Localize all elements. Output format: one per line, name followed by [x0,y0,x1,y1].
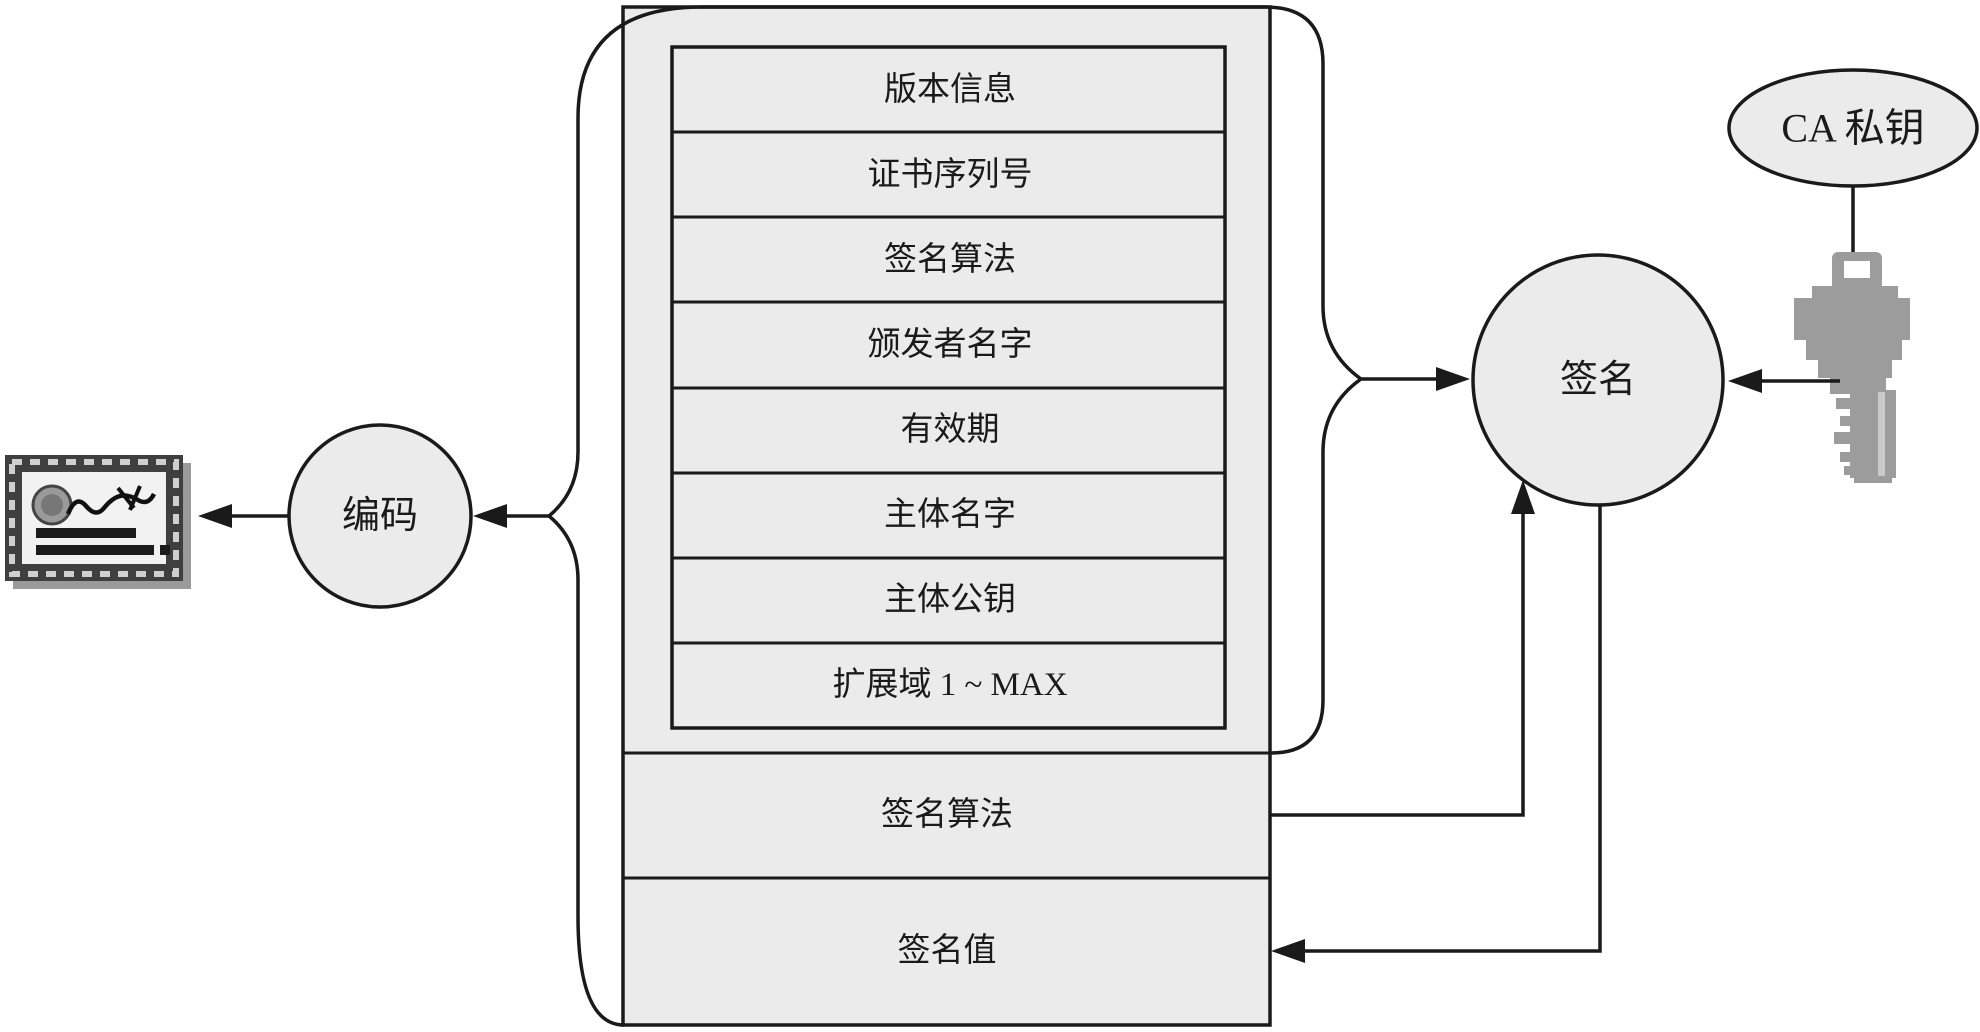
encode-label: 编码 [342,495,418,537]
sign-label: 签名 [1560,359,1636,401]
ca-private-key-label: CA 私钥 [1781,106,1924,151]
field-version: 版本信息 [884,71,1016,108]
ca-key-icon [1794,252,1910,483]
sign-node [1471,253,1725,507]
certificate-brace-outline [546,5,1365,1027]
signature-algorithm-section-label: 签名算法 [881,796,1013,833]
arrow-key-to-sign [1728,369,1840,393]
arrow-sigalg-to-sign [1271,480,1535,817]
field-subject-name: 主体名字 [884,496,1016,533]
field-subject-public-key: 主体公钥 [884,581,1016,618]
field-issuer-name: 颁发者名字 [868,326,1033,363]
arrow-brace-to-sign [1362,367,1470,391]
field-extensions: 扩展域 1 ~ MAX [832,666,1067,703]
arrow-encode-to-certificate [198,504,289,528]
signature-value-section-label: 签名值 [898,932,997,969]
certificate-image-icon [5,455,191,589]
field-signature-algorithm: 签名算法 [884,241,1016,278]
arrow-brace-to-encode [473,504,549,528]
field-validity: 有效期 [901,411,1000,448]
field-serial-number: 证书序列号 [868,156,1033,193]
arrow-sign-to-sigvalue [1271,505,1602,963]
